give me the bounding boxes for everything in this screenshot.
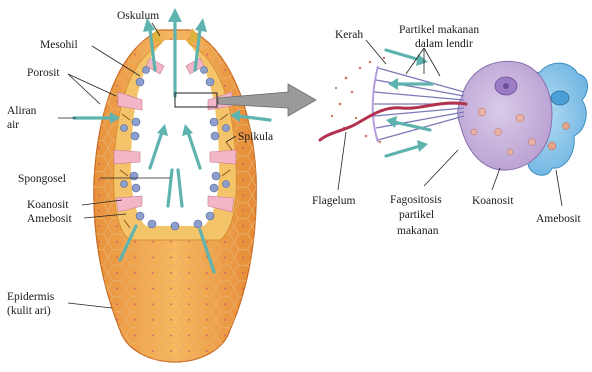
amebocyte-nucleus (551, 91, 569, 105)
label-amebosit-left: Amebosit (27, 213, 73, 225)
label-spikula: Spikula (238, 131, 273, 143)
label-oskulum: Oskulum (117, 10, 159, 22)
collar-flow-arrows (386, 50, 432, 156)
choanocyte-nucleolus (503, 83, 509, 89)
label-partikel-2: dalam lendir (415, 38, 473, 50)
label-aliran-air-2: air (7, 119, 19, 131)
label-amebosit-right: Amebosit (536, 213, 582, 225)
label-epidermis-1: Epidermis (7, 291, 55, 303)
label-fagositosis-2: partikel (399, 209, 434, 221)
label-koanosit-right: Koanosit (472, 195, 514, 207)
label-kerah: Kerah (335, 29, 363, 41)
label-epidermis-2: (kulit ari) (7, 305, 51, 317)
label-porosit: Porosit (27, 67, 60, 79)
label-aliran-air-1: Aliran (7, 105, 37, 117)
label-mesohil: Mesohil (40, 39, 78, 51)
label-koanosit-left: Koanosit (27, 199, 69, 211)
label-spongosel: Spongosel (18, 173, 66, 185)
label-fagositosis-3: makanan (397, 225, 439, 237)
label-fagositosis-1: Fagositosis (390, 194, 442, 206)
label-partikel-1: Partikel makanan (399, 24, 479, 36)
label-flagelum: Flagelum (312, 195, 355, 207)
